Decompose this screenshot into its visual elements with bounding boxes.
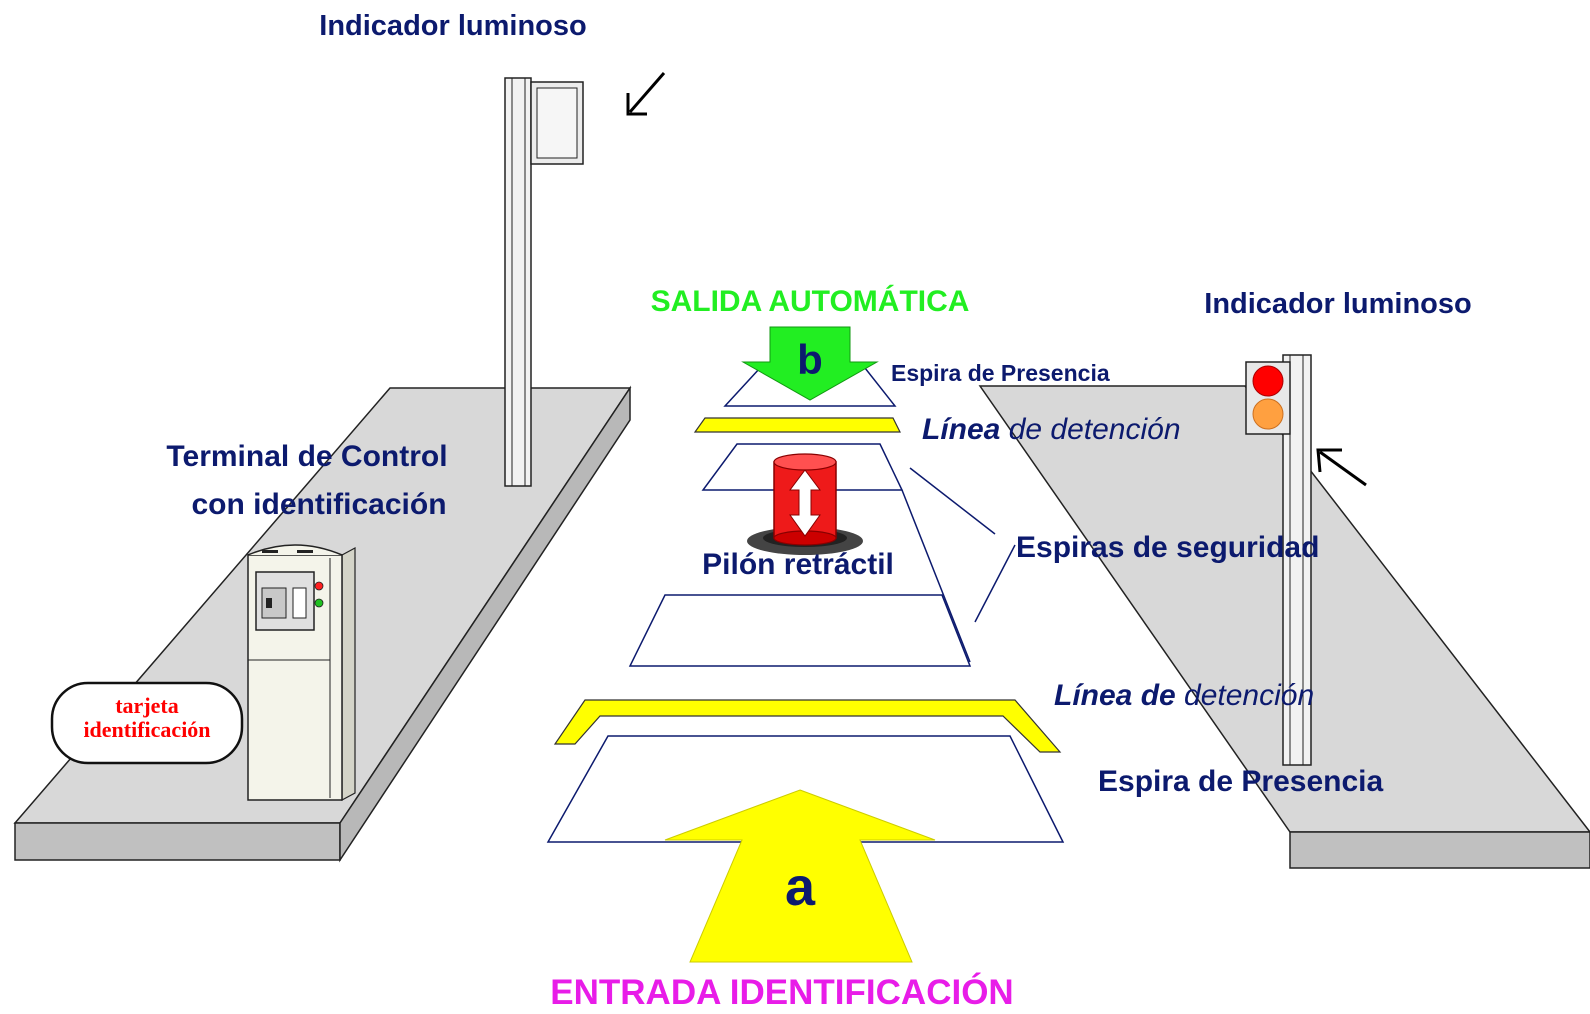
stop-line-label-top-bold: Línea — [922, 413, 1000, 446]
safety-loop-lower — [628, 594, 972, 667]
safety-loop-side — [901, 489, 971, 663]
exit-arrow — [741, 326, 879, 401]
retractable-pylon — [747, 453, 863, 555]
pylon-label: Pilón retráctil — [702, 548, 894, 581]
road-loops — [546, 367, 1065, 843]
card-label-line2: identificación — [83, 717, 210, 742]
arrow-down-left-icon — [626, 72, 666, 116]
presence-loop-label-bottom: Espira de Presencia — [1098, 765, 1383, 798]
indicator-label-right: Indicador luminoso — [1204, 288, 1471, 320]
terminal-label-line1: Terminal de Control — [166, 440, 447, 473]
leader-line-2 — [974, 544, 1016, 623]
presence-loop-bottom — [546, 735, 1065, 843]
stop-line-label-bottom-rest: detención — [1176, 679, 1314, 712]
card-label-line1: tarjeta — [115, 693, 179, 718]
stop-line-top — [693, 417, 901, 433]
safety-loops-label: Espiras de seguridad — [1016, 531, 1319, 564]
arrow-up-down-icon — [789, 469, 821, 537]
arrow-up-left-icon — [1316, 448, 1367, 487]
indicator-label-left: Indicador luminoso — [319, 10, 586, 42]
entry-label: ENTRADA IDENTIFICACIÓN — [550, 972, 1013, 1012]
stop-line-bottom — [553, 699, 1062, 753]
id-card — [50, 681, 244, 765]
control-terminal — [247, 544, 356, 802]
terminal-label-line2: con identificación — [191, 488, 446, 521]
entry-arrow — [664, 789, 936, 963]
terminal-led-green — [314, 598, 324, 608]
red-light — [1252, 365, 1284, 397]
stop-line-label-top: Línea de detención — [922, 413, 1181, 446]
amber-light — [1252, 398, 1284, 430]
letter-b: b — [797, 336, 823, 383]
right-traffic-light — [1245, 354, 1312, 766]
exit-label: SALIDA AUTOMÁTICA — [651, 284, 970, 318]
presence-loop-label-top: Espira de Presencia — [891, 360, 1110, 386]
terminal-led-red — [314, 581, 324, 591]
stop-line-label-top-rest: de detención — [1000, 413, 1180, 446]
stop-line-label-bottom-bold: Línea de — [1054, 679, 1176, 712]
letter-a: a — [785, 857, 816, 917]
left-indicator-pole — [504, 77, 584, 487]
stop-line-label-bottom: Línea de detención — [1054, 679, 1314, 712]
leader-line-1 — [909, 467, 996, 535]
